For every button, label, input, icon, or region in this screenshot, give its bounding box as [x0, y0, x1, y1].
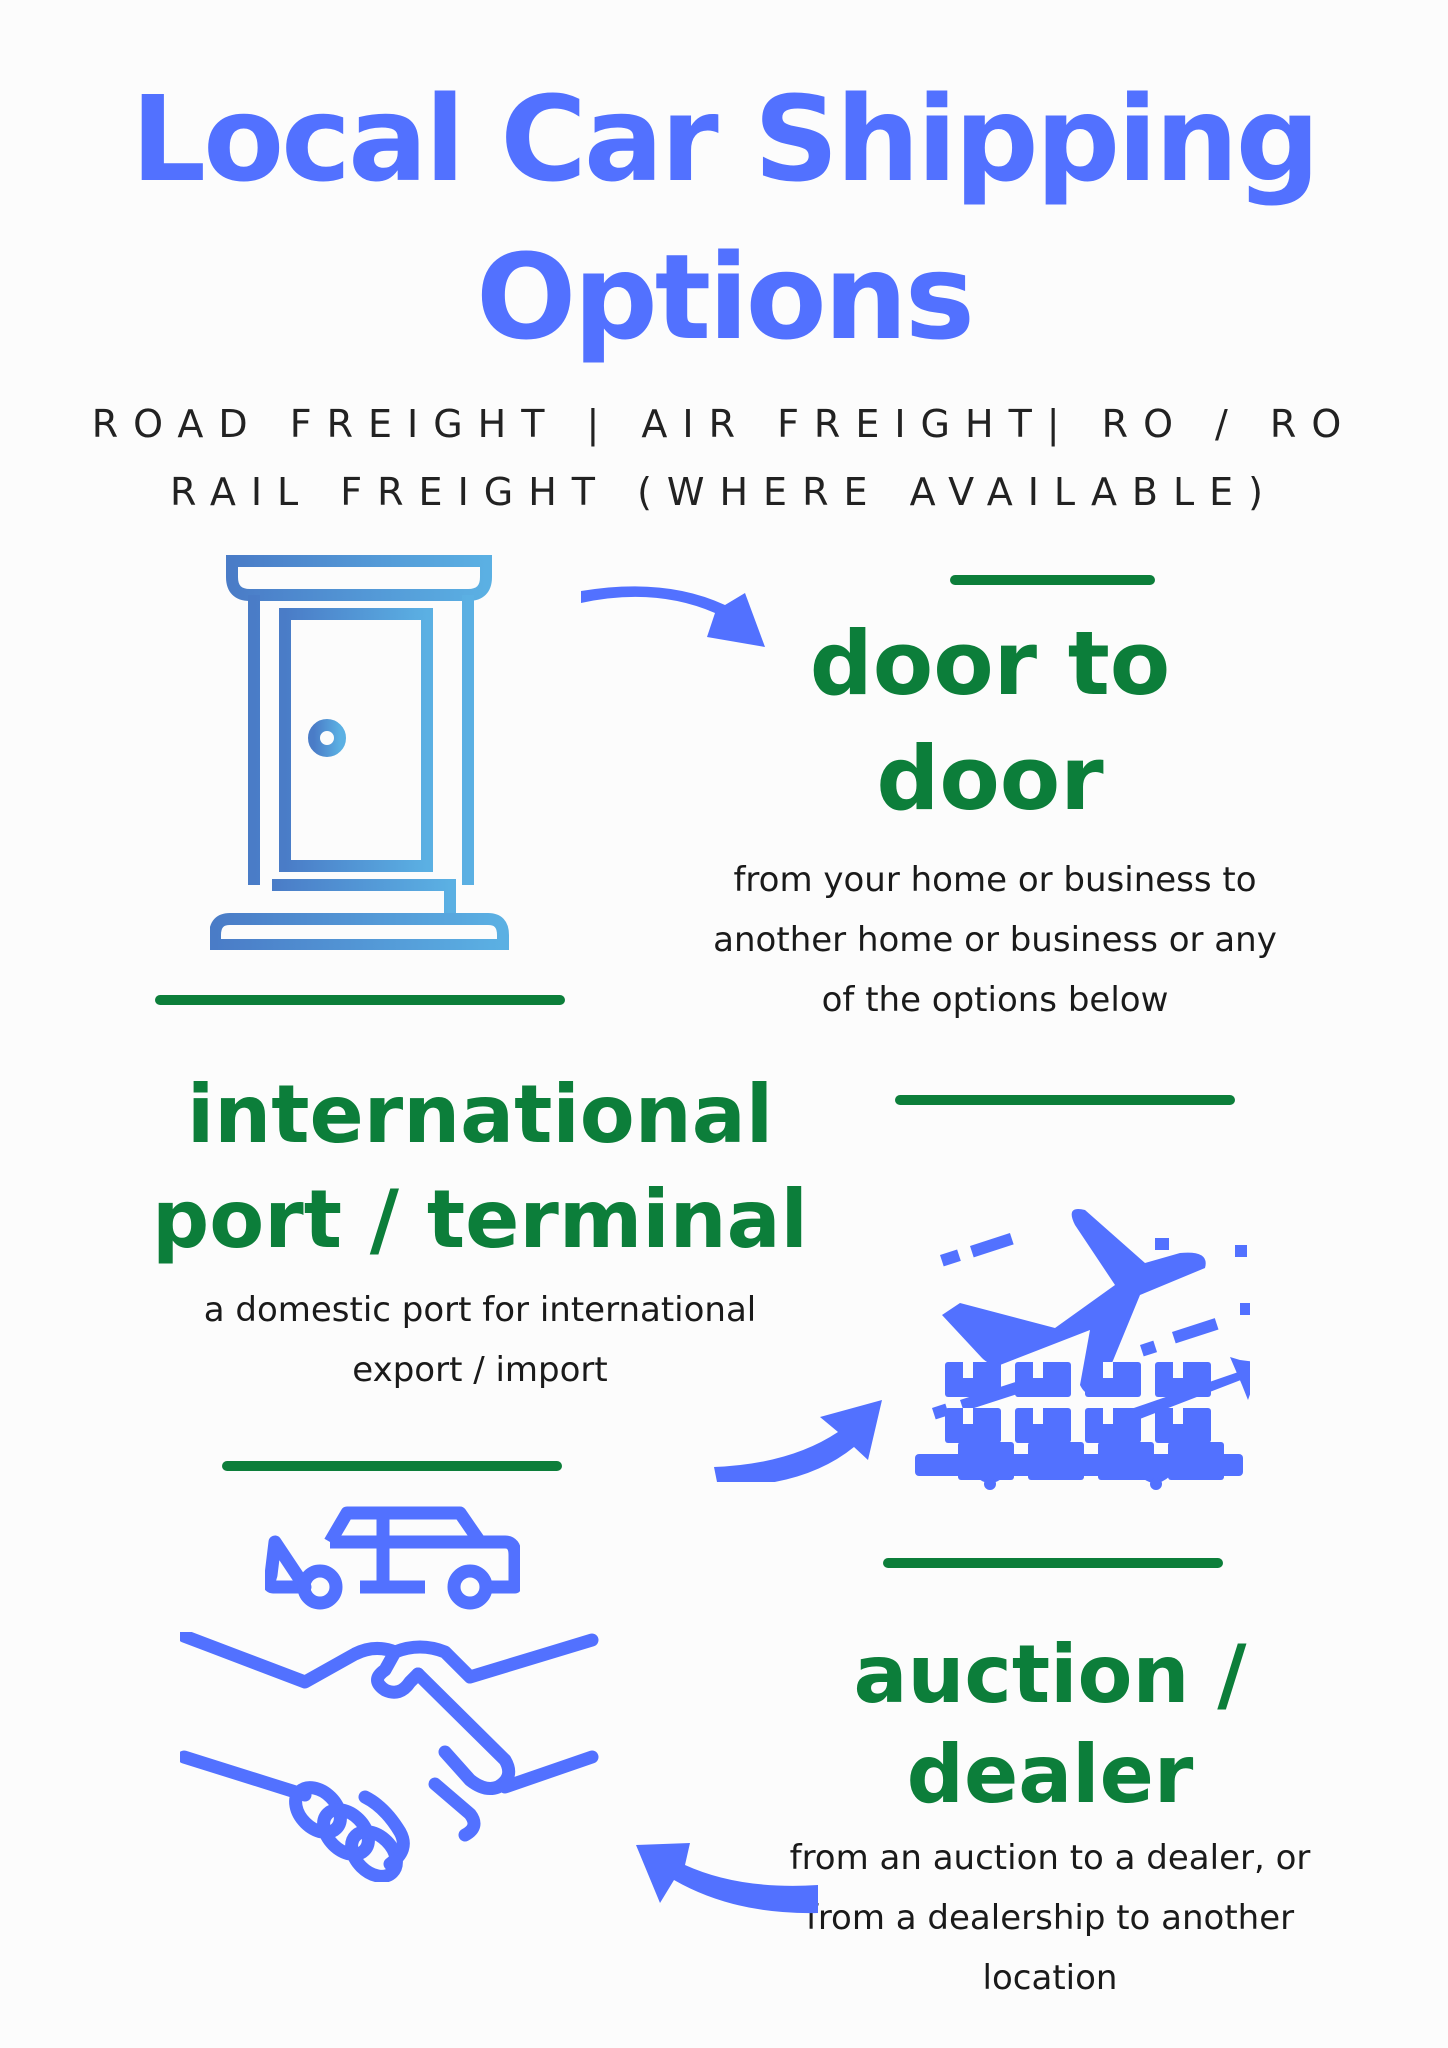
brush-divider — [883, 1558, 1223, 1568]
brush-divider — [155, 995, 565, 1005]
door-icon — [210, 555, 510, 950]
brush-divider — [895, 1095, 1235, 1105]
section-heading-door-line1: door to — [809, 612, 1171, 715]
handshake-icon — [180, 1632, 600, 1882]
section-heading-door-line2: door — [876, 727, 1104, 830]
arrow-up-right-curved-icon — [710, 1372, 890, 1482]
section-heading-port-line1: international — [186, 1068, 774, 1161]
arrow-left-curved-icon — [630, 1835, 820, 1925]
cargo-trailer-icon — [915, 1362, 1245, 1492]
section-description-port: a domestic port for international export… — [203, 1290, 757, 1390]
subtitle-line2: RAIL FREIGHT (WHERE AVAILABLE) — [169, 470, 1279, 514]
car-icon — [265, 1505, 520, 1610]
section-heading-auction-line1: auction / — [853, 1628, 1247, 1721]
subtitle-line1: ROAD FREIGHT | AIR FREIGHT| RO / RO — [91, 402, 1357, 446]
section-heading-auction-line2: dealer — [906, 1728, 1194, 1821]
section-heading-port-line2: port / terminal — [152, 1173, 808, 1266]
brush-divider — [950, 575, 1155, 585]
page-title-line1: Local Car Shipping — [130, 70, 1320, 208]
page-title-line2: Options — [476, 228, 975, 366]
section-description-door: from your home or business to another ho… — [713, 860, 1277, 1020]
arrow-right-curved-icon — [575, 585, 775, 665]
brush-divider — [222, 1461, 562, 1471]
section-description-auction: from an auction to a dealer, or from a d… — [789, 1838, 1311, 1998]
